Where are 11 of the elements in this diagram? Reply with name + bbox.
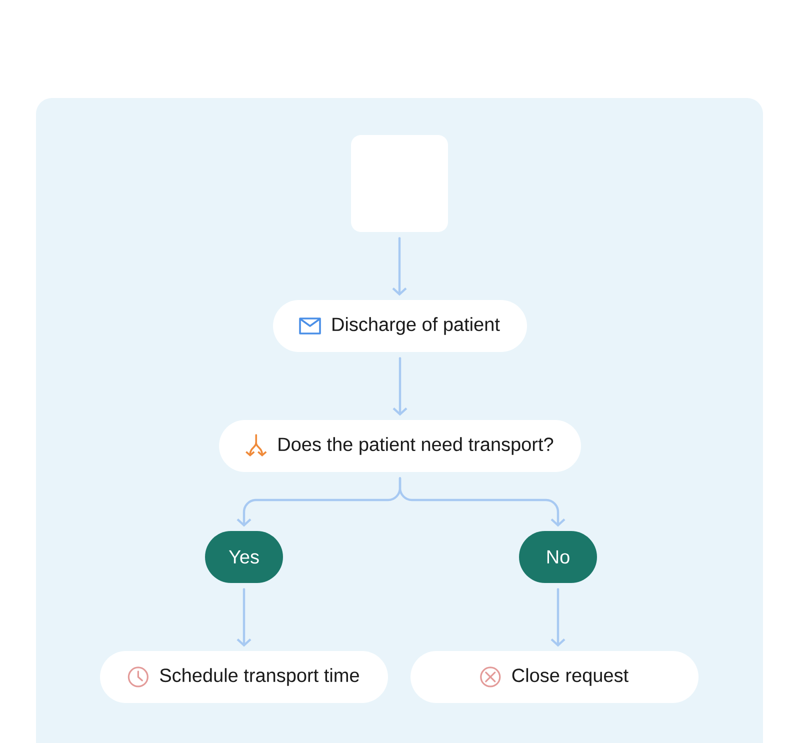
arrow	[392, 237, 407, 296]
question-box: Does the patient need transport?	[219, 420, 581, 472]
arrow	[236, 588, 252, 647]
step-box: Schedule transport time	[100, 650, 388, 703]
arrow	[392, 357, 408, 416]
choice-pill: Yes	[205, 530, 283, 583]
choice-pill: No	[519, 530, 597, 583]
step-box: Close request	[410, 650, 698, 703]
arrow	[398, 477, 566, 527]
step-box: Discharge of patient	[273, 300, 527, 352]
arrow	[550, 588, 566, 647]
